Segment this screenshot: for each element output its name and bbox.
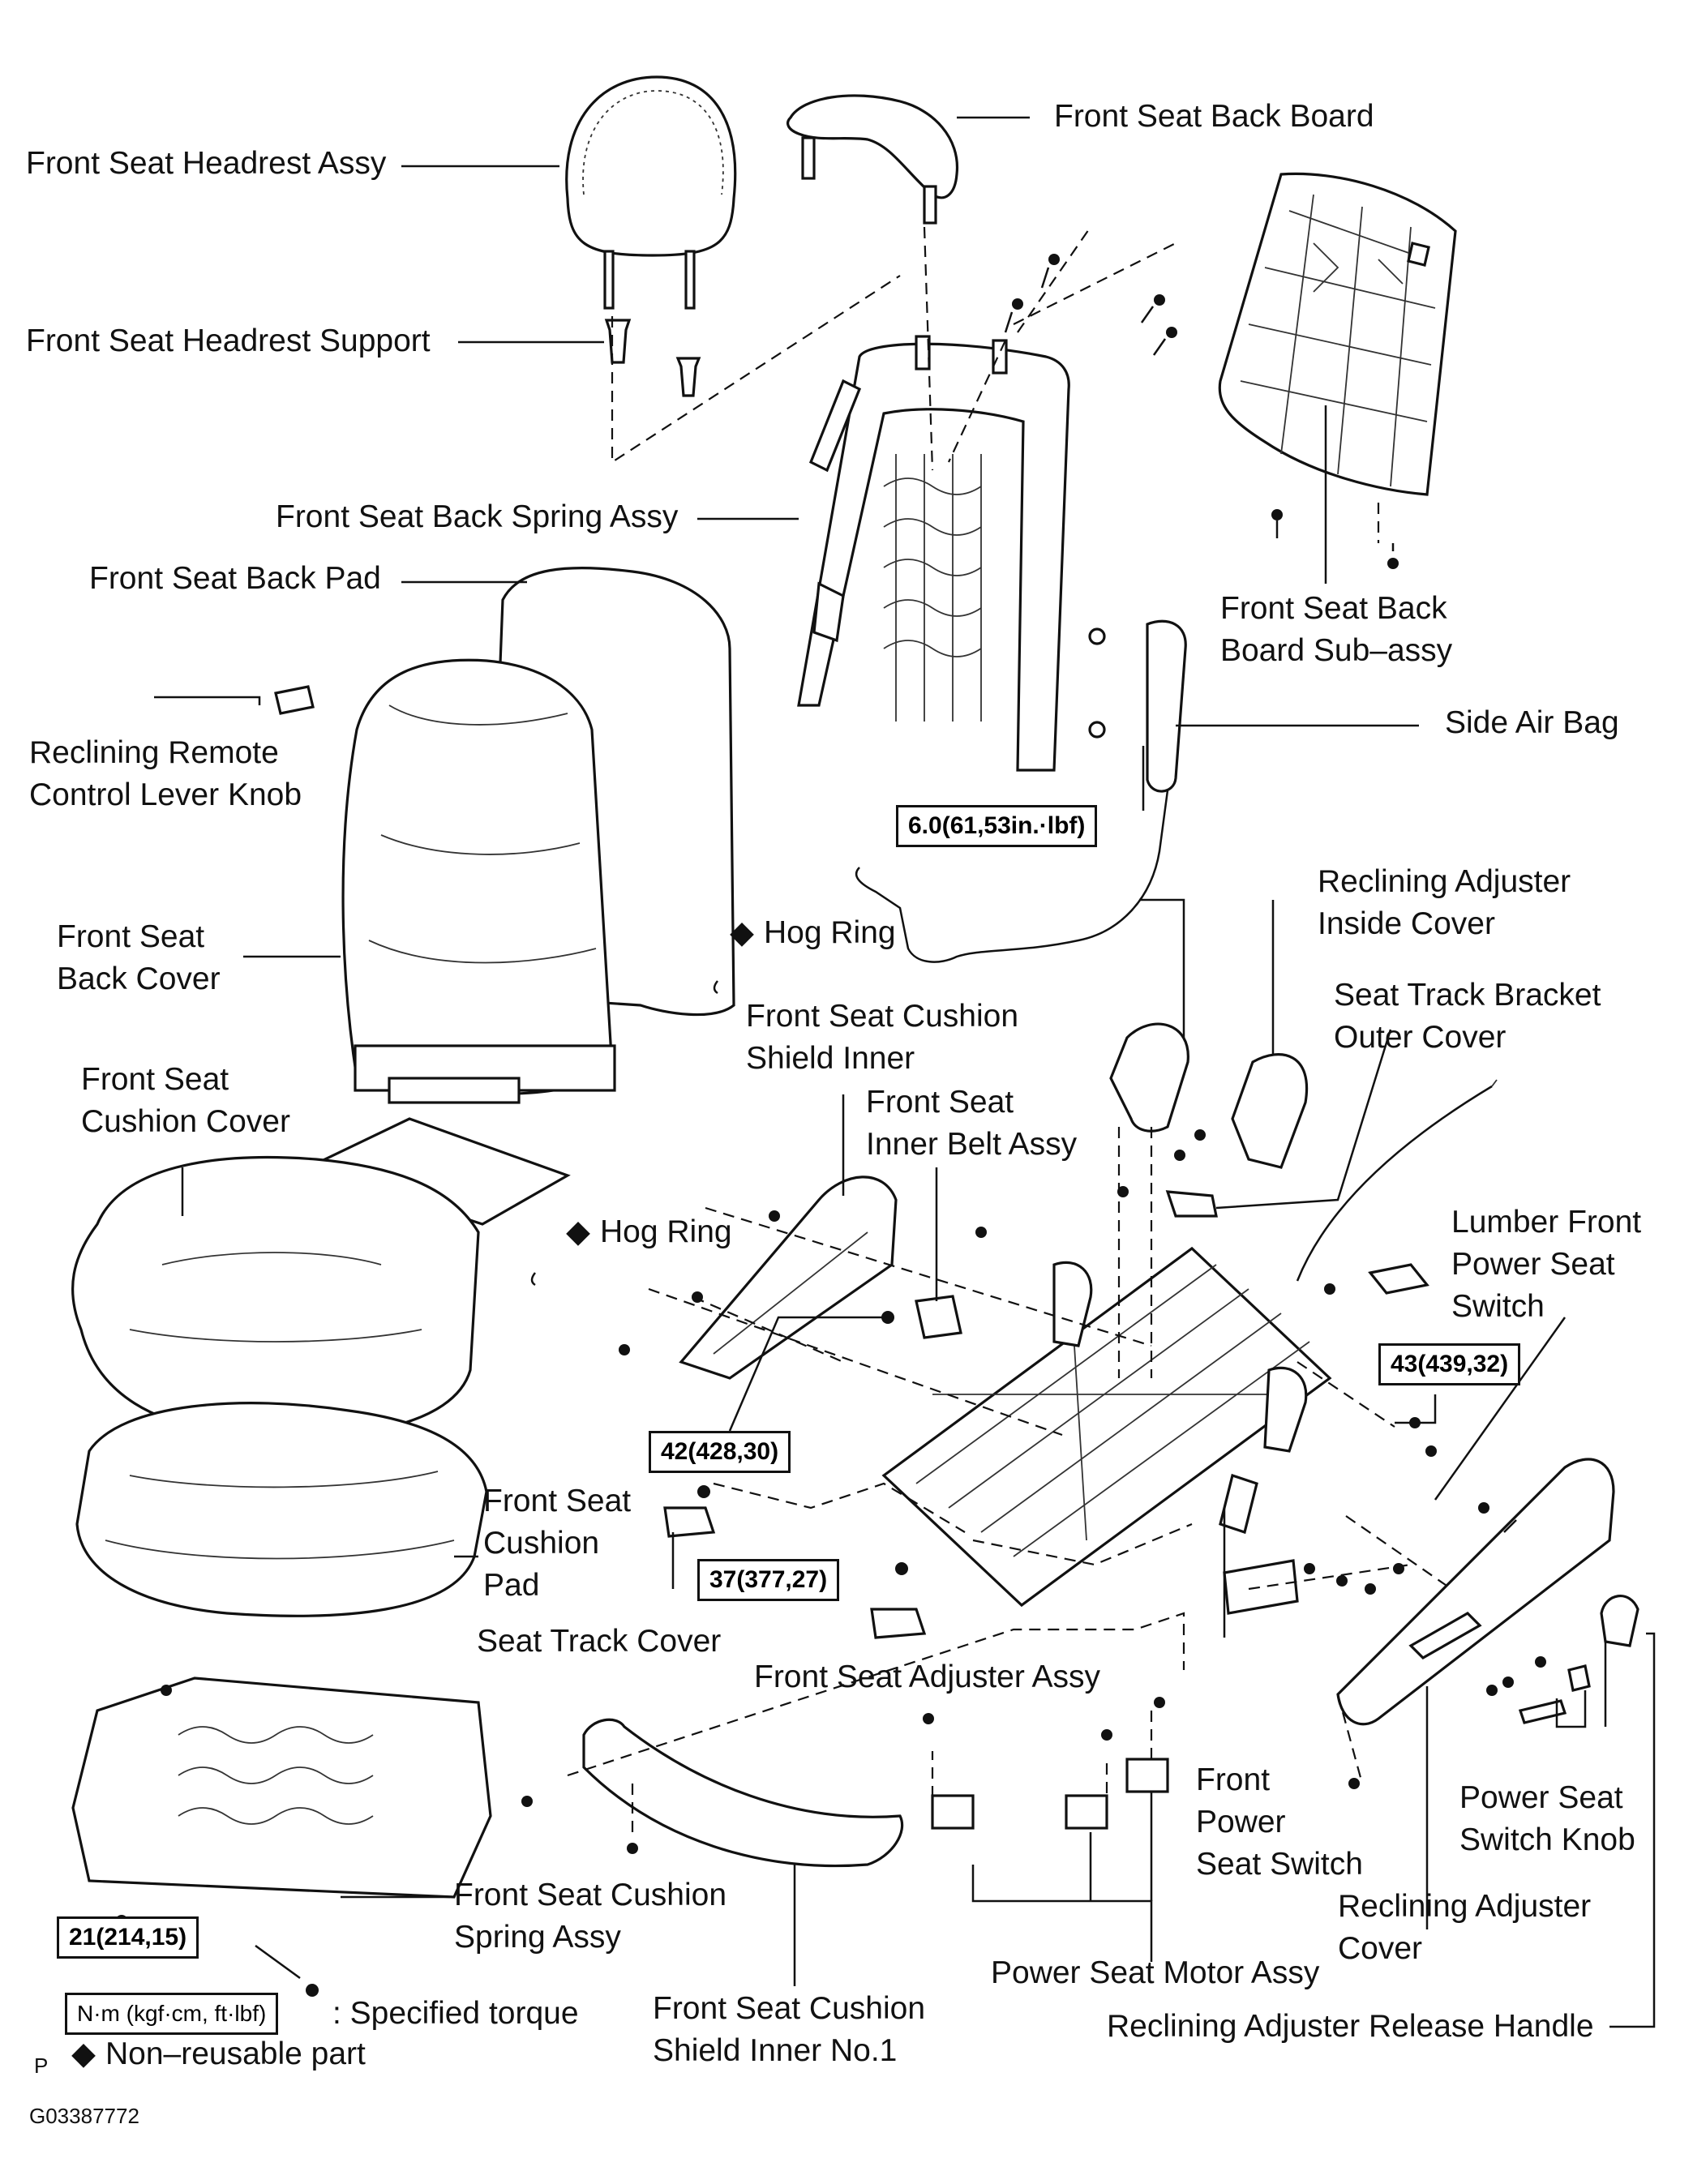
leader-lines: [154, 116, 1656, 2028]
headrest-support-part: [604, 319, 701, 397]
label-side-air-bag: Side Air Bag: [1445, 705, 1619, 740]
reclining-inside-cover-part: [1109, 1022, 1309, 1169]
track-bracket-cover-part: [1165, 1190, 1218, 1218]
label-shield-no1-1: Front Seat Cushion: [653, 1991, 926, 2026]
misc-fasteners: [530, 980, 1546, 1854]
remote-knob-part: [274, 685, 315, 715]
label-back-spring-assy: Front Seat Back Spring Assy: [276, 499, 679, 534]
torque-box-37: 37(377,27): [697, 1559, 840, 1601]
legend-torque-box: N·m (kgf·cm, ft·lbf): [65, 1993, 279, 2035]
label-front-power-switch-2: Power: [1196, 1805, 1286, 1839]
headrest-part: [565, 75, 737, 310]
label-cushion-pad-3: Pad: [483, 1568, 540, 1603]
switch-knob-part-2: [1567, 1664, 1591, 1692]
power-seat-motor-part: [931, 1758, 1169, 1830]
cushion-cover-part: [71, 1117, 571, 1439]
diamond-mark-1: ◆: [730, 915, 754, 950]
label-back-cover-1: Front Seat: [57, 919, 205, 954]
label-reclining-cover-1: Reclining Adjuster: [1338, 1889, 1592, 1924]
label-front-power-switch-1: Front: [1196, 1762, 1271, 1797]
label-cushion-spring-2: Spring Assy: [454, 1920, 621, 1955]
bolts-top: [1004, 254, 1399, 739]
label-cushion-pad-1: Front Seat: [483, 1484, 632, 1518]
label-shield-no1-2: Shield Inner No.1: [653, 2033, 898, 2068]
label-release-handle: Reclining Adjuster Release Handle: [1107, 2009, 1594, 2044]
side-air-bag-part: [855, 619, 1187, 963]
shield-inner-no1-part: [582, 1718, 904, 1868]
label-hog-ring-1: Hog Ring: [764, 915, 896, 950]
front-power-seat-switch-part: [1223, 1559, 1299, 1615]
torque-box-43: 43(439,32): [1378, 1343, 1521, 1385]
label-headrest-support: Front Seat Headrest Support: [26, 323, 431, 358]
label-front-power-switch-3: Seat Switch: [1196, 1847, 1363, 1882]
switch-knob-part: [1518, 1699, 1567, 1724]
label-lumber-3: Switch: [1451, 1289, 1545, 1324]
label-reclining-inside-2: Inside Cover: [1318, 906, 1495, 941]
back-spring-frame-part: [797, 335, 1070, 772]
label-switch-knob-2: Switch Knob: [1459, 1822, 1635, 1857]
label-headrest-assy: Front Seat Headrest Assy: [26, 146, 387, 181]
page-p-mark: P: [34, 2053, 49, 2078]
label-hog-ring-2: Hog Ring: [600, 1214, 732, 1249]
label-back-pad: Front Seat Back Pad: [89, 561, 381, 596]
dashed-lines: [567, 226, 1452, 1832]
torque-box-42: 42(428,30): [649, 1431, 791, 1473]
label-lumber-2: Power Seat: [1451, 1247, 1615, 1282]
label-reclining-remote-1: Reclining Remote: [29, 735, 279, 770]
label-cushion-spring-1: Front Seat Cushion: [454, 1878, 727, 1912]
diamond-mark-2: ◆: [566, 1214, 590, 1249]
label-cushion-cover-1: Front Seat: [81, 1062, 229, 1097]
torque-box-airbag: 6.0(61,53in.·lbf): [896, 805, 1098, 847]
label-reclining-cover-2: Cover: [1338, 1931, 1423, 1966]
legend-torque-text: : Specified torque: [332, 1996, 579, 2031]
label-reclining-inside-1: Reclining Adjuster: [1318, 864, 1571, 899]
torque-box-21: 21(214,15): [57, 1916, 199, 1959]
shield-inner-part: [679, 1176, 898, 1380]
label-back-board: Front Seat Back Board: [1054, 99, 1374, 134]
label-back-board-sub-1: Front Seat Back: [1220, 591, 1447, 626]
lumber-switch-part: [1368, 1263, 1429, 1295]
label-motor-assy: Power Seat Motor Assy: [991, 1955, 1320, 1990]
legend-nonreusable-text: Non–reusable part: [105, 2036, 366, 2071]
seat-track-cover-part: [663, 1506, 716, 1538]
seat-track-cover-part-2: [870, 1608, 927, 1639]
back-cover-part: [341, 658, 616, 1104]
label-switch-knob-1: Power Seat: [1459, 1780, 1623, 1815]
label-track-bracket-2: Outer Cover: [1334, 1020, 1507, 1055]
label-back-board-sub-2: Board Sub–assy: [1220, 633, 1453, 668]
cushion-pad-part: [75, 1402, 488, 1617]
label-shield-inner-2: Shield Inner: [746, 1041, 915, 1076]
label-lumber-1: Lumber Front: [1451, 1205, 1642, 1240]
label-seat-track-cover: Seat Track Cover: [477, 1624, 722, 1659]
release-handle-part: [1600, 1595, 1639, 1647]
label-adjuster-assy: Front Seat Adjuster Assy: [754, 1659, 1101, 1694]
reclining-adjuster-cover-part: [1336, 1458, 1615, 1726]
back-board-sub-assy-part: [1218, 172, 1457, 496]
seat-adjuster-part: [881, 1085, 1493, 1608]
label-reclining-remote-2: Control Lever Knob: [29, 777, 302, 812]
label-inner-belt-2: Inner Belt Assy: [866, 1127, 1078, 1162]
label-shield-inner-1: Front Seat Cushion: [746, 999, 1019, 1034]
label-track-bracket-1: Seat Track Bracket: [1334, 978, 1601, 1013]
label-cushion-cover-2: Cushion Cover: [81, 1104, 290, 1139]
label-back-cover-2: Back Cover: [57, 961, 221, 996]
cushion-spring-part: [71, 1677, 533, 1997]
legend-diamond: ◆: [71, 2036, 96, 2071]
figure-id: G03387772: [29, 2104, 139, 2128]
label-cushion-pad-2: Cushion: [483, 1526, 600, 1561]
back-board-part: [786, 94, 959, 225]
label-inner-belt-1: Front Seat: [866, 1085, 1014, 1120]
inner-belt-part: [915, 1295, 962, 1339]
